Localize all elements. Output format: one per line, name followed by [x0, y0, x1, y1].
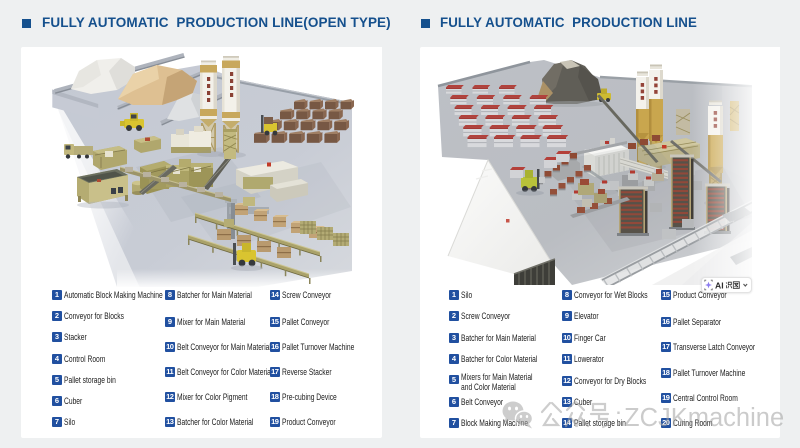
svg-text::: :	[615, 403, 622, 431]
svg-text:ZCJKmachine: ZCJKmachine	[624, 404, 784, 432]
svg-text:AI: AI	[715, 280, 724, 290]
